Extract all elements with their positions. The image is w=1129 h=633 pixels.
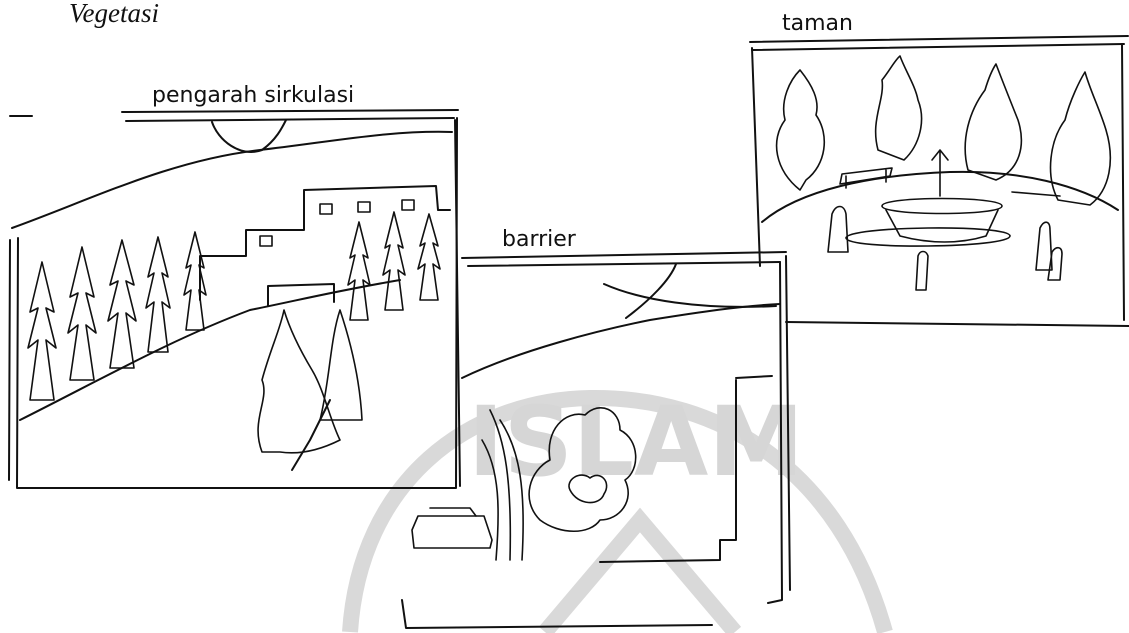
- label-circulation: pengarah sirkulasi: [152, 83, 354, 108]
- label-barrier: barrier: [502, 227, 577, 252]
- watermark-text: ISLAM: [468, 386, 804, 498]
- watermark-seal: ISLAM: [350, 386, 885, 632]
- sketch-circulation: pengarah sirkulasi: [9, 83, 460, 488]
- label-garden: taman: [782, 11, 853, 36]
- sketch-garden: taman: [750, 11, 1129, 326]
